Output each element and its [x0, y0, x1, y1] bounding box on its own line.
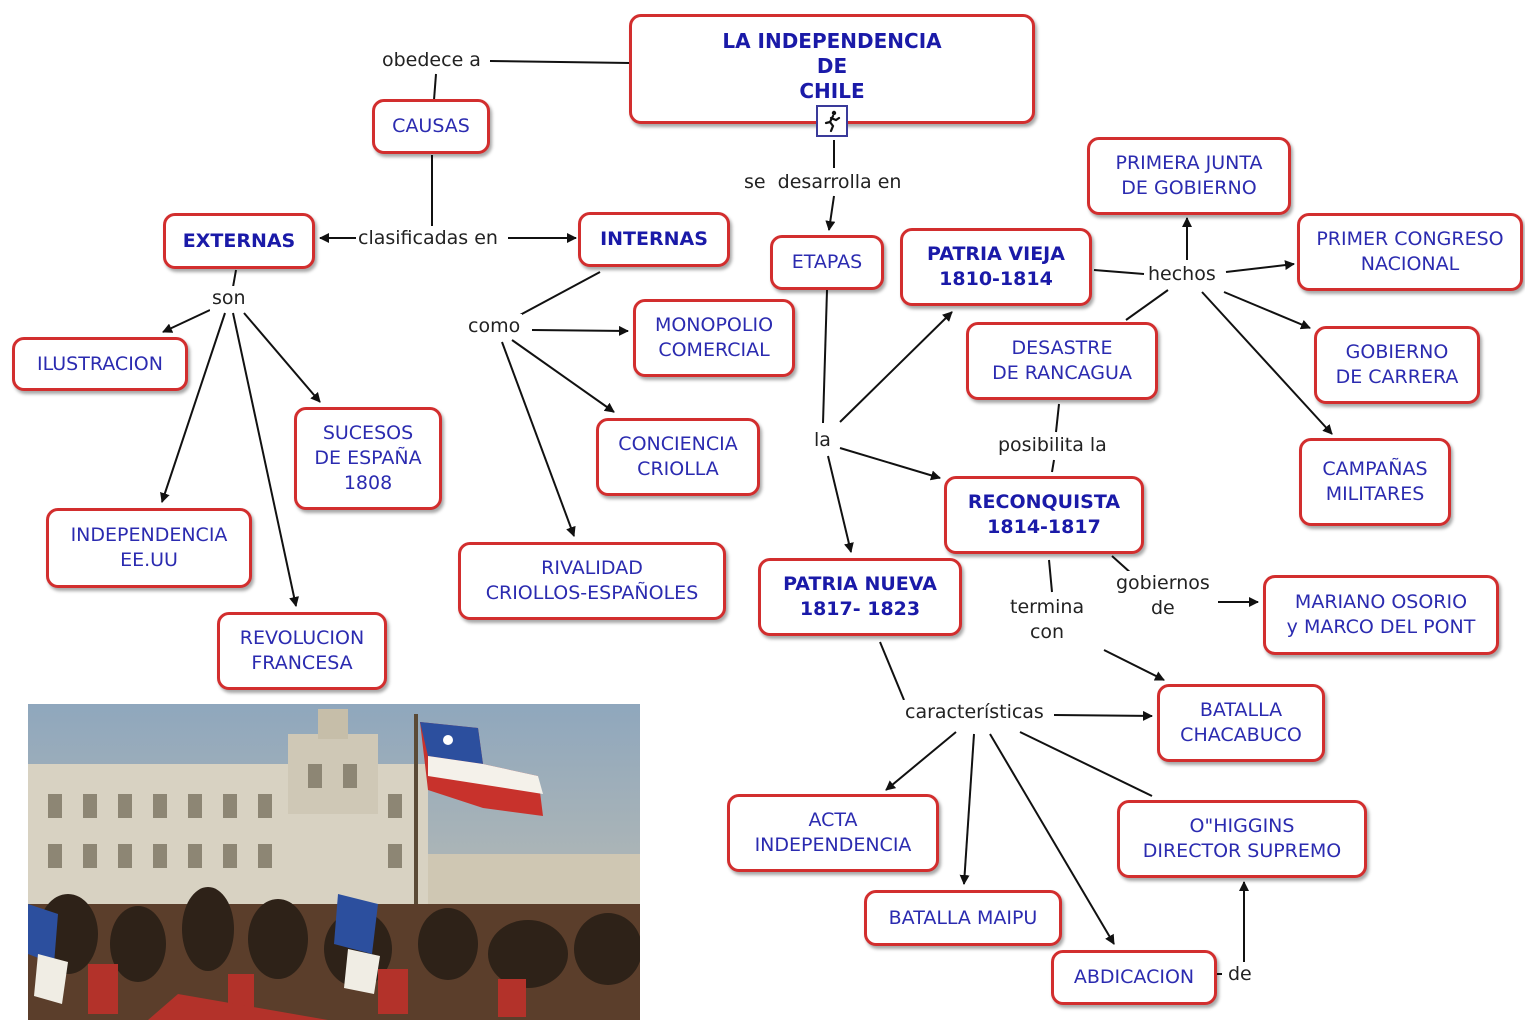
node-ilustracion: ILUSTRACION — [12, 337, 188, 391]
link-de: de — [1226, 962, 1254, 987]
node-batalla-chacabuco: BATALLA CHACABUCO — [1157, 684, 1325, 762]
node-rivalidad: RIVALIDAD CRIOLLOS-ESPAÑOLES — [458, 542, 726, 620]
node-primera-junta: PRIMERA JUNTA DE GOBIERNO — [1087, 137, 1291, 215]
link-caracteristicas: características — [903, 700, 1046, 725]
node-desastre-rancagua: DESASTRE DE RANCAGUA — [966, 322, 1158, 400]
node-primer-congreso: PRIMER CONGRESO NACIONAL — [1297, 213, 1523, 291]
node-campanas-militares: CAMPAÑAS MILITARES — [1299, 438, 1451, 526]
node-acta-independencia: ACTA INDEPENDENCIA — [727, 794, 939, 872]
node-patria-nueva: PATRIA NUEVA 1817- 1823 — [758, 558, 962, 636]
running-figure-icon[interactable] — [816, 105, 848, 137]
node-conciencia-criolla: CONCIENCIA CRIOLLA — [596, 418, 760, 496]
node-etapas: ETAPAS — [770, 235, 884, 290]
node-abdicacion: ABDICACION — [1051, 950, 1217, 1005]
link-son: son — [210, 286, 248, 311]
link-obedece: obedece a — [380, 48, 483, 73]
node-sucesos-espana: SUCESOS DE ESPAÑA 1808 — [294, 407, 442, 510]
link-la: la — [812, 428, 833, 453]
node-mariano-osorio: MARIANO OSORIO y MARCO DEL PONT — [1263, 575, 1499, 655]
node-internas: INTERNAS — [578, 212, 730, 267]
node-independencia-eeuu: INDEPENDENCIA EE.UU — [46, 508, 252, 588]
node-ohiggins: O"HIGGINS DIRECTOR SUPREMO — [1117, 800, 1367, 878]
running-figure-icon-glyph — [824, 110, 841, 133]
node-causas: CAUSAS — [372, 99, 490, 154]
node-patria-vieja: PATRIA VIEJA 1810-1814 — [900, 228, 1092, 306]
link-hechos: hechos — [1146, 262, 1218, 287]
node-revolucion-francesa: REVOLUCION FRANCESA — [217, 612, 387, 690]
link-termina-con: termina con — [1008, 595, 1087, 645]
link-gobiernos-de: gobiernos de — [1114, 571, 1212, 621]
link-posibilita: posibilita la — [996, 433, 1109, 458]
painting-illustration — [28, 704, 640, 1020]
node-reconquista: RECONQUISTA 1814-1817 — [944, 476, 1144, 554]
link-se-desarrolla: se desarrolla en — [742, 170, 904, 195]
node-batalla-maipu: BATALLA MAIPU — [864, 890, 1062, 946]
historical-painting — [28, 704, 640, 1020]
link-clasificadas: clasificadas en — [356, 226, 500, 251]
link-como: como — [466, 314, 523, 339]
node-externas: EXTERNAS — [163, 213, 315, 269]
node-gobierno-carrera: GOBIERNO DE CARRERA — [1314, 326, 1480, 404]
node-monopolio-comercial: MONOPOLIO COMERCIAL — [633, 299, 795, 377]
